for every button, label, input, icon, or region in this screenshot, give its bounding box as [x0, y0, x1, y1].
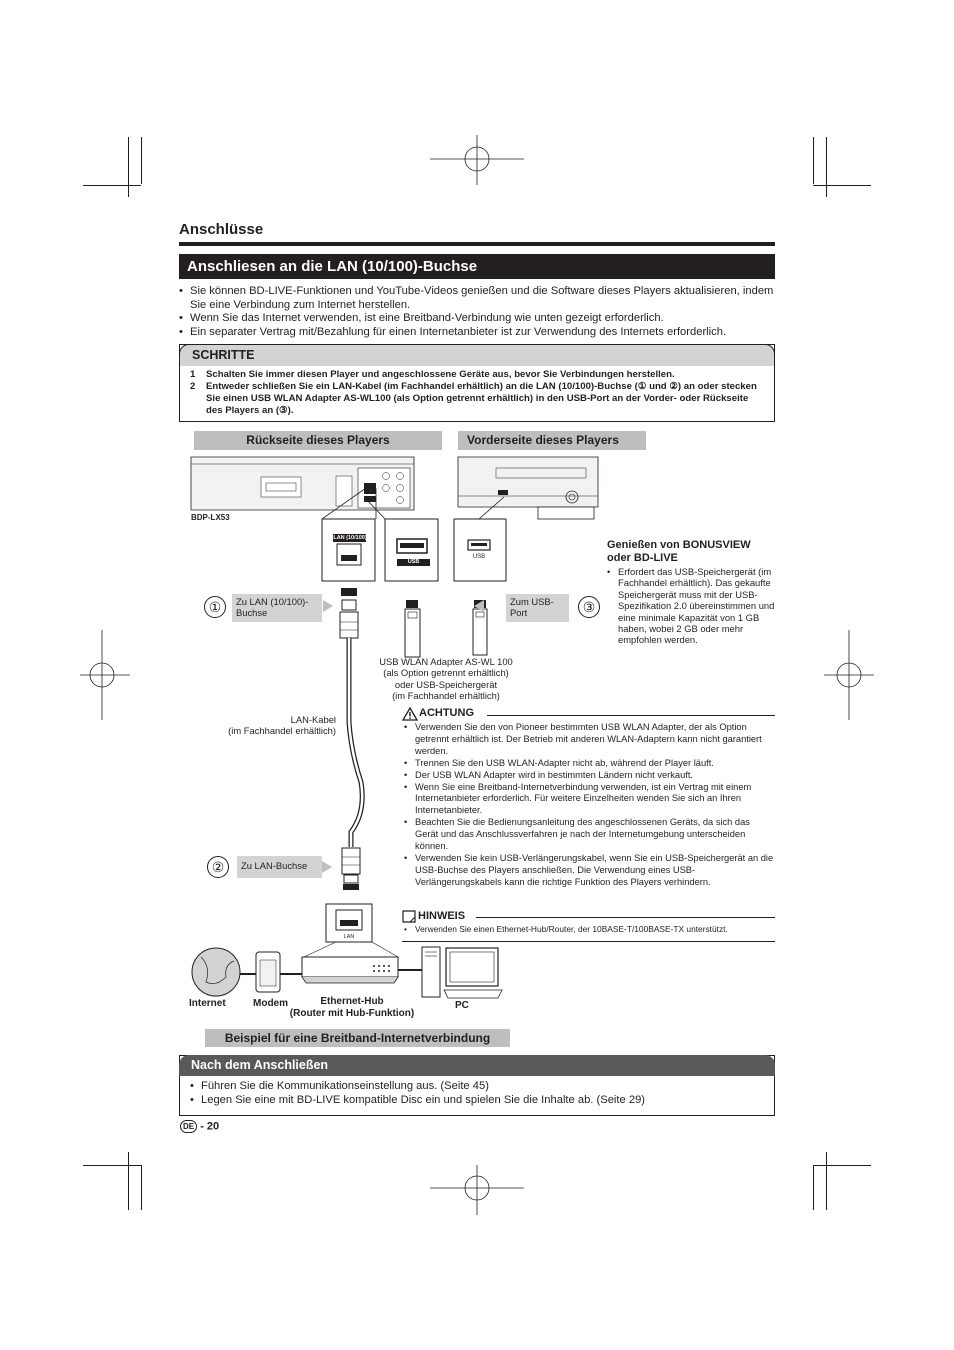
- caption-line: (im Fachhandel erhältlich): [228, 725, 336, 737]
- marker-2: ②: [207, 856, 229, 878]
- hub-label-line: Ethernet-Hub: [320, 996, 384, 1007]
- lan-cable-caption: LAN-Kabel (im Fachhandel erhältlich): [198, 714, 336, 737]
- usb-device-caption: USB WLAN Adapter AS-WL 100 (als Option g…: [362, 656, 530, 702]
- intro-list: Sie können BD-LIVE-Funktionen und YouTub…: [179, 285, 775, 339]
- note-bullet: Verwenden Sie einen Ethernet-Hub/Router,…: [402, 924, 775, 935]
- caution-bullet: Der USB WLAN Adapter wird in bestimmten …: [402, 770, 775, 782]
- caption-line: (als Option getrennt erhältlich): [383, 667, 509, 679]
- step-item: 2 Entweder schließen Sie ein LAN-Kabel (…: [190, 381, 764, 417]
- language-badge: DE: [180, 1120, 198, 1133]
- section-title: Anschlüsse: [179, 221, 264, 238]
- step-text: Entweder schließen Sie ein LAN-Kabel (im…: [206, 381, 757, 416]
- caution-bullet: Verwenden Sie kein USB-Verlängerungskabe…: [402, 853, 775, 889]
- caution-rule: [487, 715, 775, 716]
- bonus-heading: Genießen von BONUSVIEW oder BD-LIVE: [607, 539, 777, 565]
- note-bottom-rule: [402, 941, 775, 942]
- note-heading: HINWEIS: [418, 910, 466, 922]
- callout-lan-jack: Zu LAN (10/100)-Buchse: [232, 594, 322, 622]
- hub-label: Ethernet-Hub (Router mit Hub-Funktion): [282, 996, 422, 1020]
- caution-heading: ACHTUNG: [419, 707, 474, 719]
- bonus-list: Erfordert das USB-Speichergerät (im Fach…: [605, 566, 775, 646]
- bonus-bullet: Erfordert das USB-Speichergerät (im Fach…: [605, 566, 775, 646]
- registration-mark-top: [430, 135, 524, 185]
- caution-bullet: Trennen Sie den USB WLAN-Adapter nicht a…: [402, 758, 775, 770]
- lan-port-label: LAN (10/100): [333, 535, 367, 541]
- modem-label: Modem: [253, 998, 288, 1009]
- steps-list: 1 Schalten Sie immer diesen Player und a…: [190, 369, 764, 417]
- note-icon: [402, 910, 416, 923]
- after-list: Führen Sie die Kommunikationseinstellung…: [190, 1079, 765, 1107]
- marker-3: ③: [578, 596, 600, 618]
- usb-rear-label: USB: [407, 559, 420, 565]
- warning-icon: [402, 707, 418, 721]
- intro-bullet: Ein separater Vertrag mit/Bezahlung für …: [179, 326, 775, 340]
- front-panel-label: Vorderseite dieses Players: [458, 431, 646, 450]
- caption-line: LAN-Kabel: [290, 714, 336, 725]
- after-bullet: Legen Sie eine mit BD-LIVE kompatible Di…: [190, 1093, 765, 1107]
- page-title: Anschliesen an die LAN (10/100)-Buchse: [179, 254, 775, 279]
- step-item: 1 Schalten Sie immer diesen Player und a…: [190, 369, 764, 381]
- hub-port-label: LAN: [343, 934, 355, 940]
- page-footer: DE - 20: [180, 1120, 219, 1134]
- intro-bullet: Sie können BD-LIVE-Funktionen und YouTub…: [179, 285, 775, 312]
- usb-front-label: USB: [472, 554, 486, 560]
- marker-1: ①: [204, 596, 226, 618]
- footer-separator: -: [200, 1120, 204, 1133]
- caption-line: oder USB-Speichergerät: [394, 678, 498, 690]
- caution-bullet: Verwenden Sie den von Pioneer bestimmten…: [402, 722, 775, 758]
- callout-usb-port: Zum USB-Port: [506, 594, 569, 622]
- internet-label: Internet: [189, 998, 226, 1009]
- step-number: 2: [190, 381, 196, 392]
- registration-mark-right: [824, 630, 874, 720]
- header-rule: [179, 242, 775, 246]
- player-model: BDP-LX53: [191, 513, 230, 522]
- intro-bullet: Wenn Sie das Internet verwenden, ist ein…: [179, 312, 775, 326]
- hub-label-line: (Router mit Hub-Funktion): [289, 1008, 415, 1019]
- after-heading: Nach dem Anschließen: [179, 1055, 775, 1076]
- note-header: HINWEIS: [402, 909, 775, 925]
- registration-mark-left: [80, 630, 130, 720]
- rear-panel-label: Rückseite dieses Players: [194, 431, 442, 450]
- bonus-heading-line: oder BD-LIVE: [607, 552, 678, 564]
- step-number: 1: [190, 369, 196, 380]
- example-label: Beispiel für eine Breitband-Internetverb…: [205, 1029, 510, 1047]
- player-front-panel: [457, 456, 599, 520]
- bonus-heading-line: Genießen von BONUSVIEW: [607, 539, 751, 551]
- registration-mark-bottom: [430, 1165, 524, 1215]
- page-number: 20: [206, 1120, 220, 1133]
- caution-bullet: Beachten Sie die Bedienungsanleitung des…: [402, 817, 775, 853]
- caution-bullet: Wenn Sie eine Breitband-Internetverbindu…: [402, 782, 775, 818]
- caption-line: USB WLAN Adapter AS-WL 100: [379, 656, 513, 667]
- player-rear-panel: [190, 456, 415, 511]
- note-rule: [476, 917, 775, 918]
- steps-heading: SCHRITTE: [179, 344, 775, 366]
- note-list: Verwenden Sie einen Ethernet-Hub/Router,…: [402, 924, 775, 935]
- caution-list: Verwenden Sie den von Pioneer bestimmten…: [402, 722, 775, 889]
- pc-label: PC: [455, 1000, 469, 1011]
- callout-hub-jack: Zu LAN-Buchse: [237, 856, 322, 878]
- connection-diagram: [190, 456, 599, 999]
- after-bullet: Führen Sie die Kommunikationseinstellung…: [190, 1079, 765, 1093]
- caption-line: (im Fachhandel erhältlich): [392, 690, 500, 702]
- caution-header: ACHTUNG: [402, 706, 775, 722]
- step-text: Schalten Sie immer diesen Player und ang…: [206, 369, 675, 380]
